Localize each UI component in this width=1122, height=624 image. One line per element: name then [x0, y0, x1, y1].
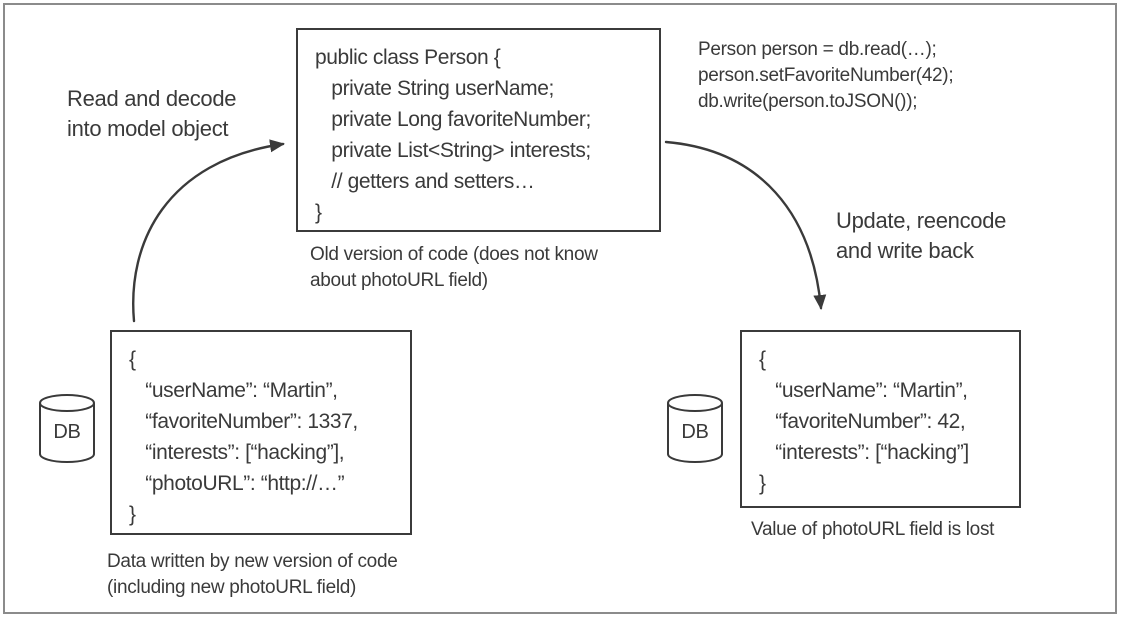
read-decode-label: Read and decode into model object [67, 86, 237, 141]
json-rewritten-text: { “userName”: “Martin”, “favoriteNumber”… [759, 348, 969, 495]
update-code-snippet: Person person = db.read(…); person.setFa… [698, 39, 954, 112]
json-new-version-box: { “userName”: “Martin”, “favoriteNumber”… [110, 330, 412, 535]
new-version-caption: Data written by new version of code (inc… [107, 551, 398, 598]
db-cylinder-right: DB [666, 393, 724, 464]
person-class-code: public class Person { private String use… [315, 46, 591, 224]
update-reencode-label: Update, reencode and write back [836, 208, 1007, 263]
database-icon [667, 394, 723, 463]
photourl-lost-caption: Value of photoURL field is lost [751, 519, 995, 540]
db-label: DB [53, 421, 81, 443]
old-code-caption: Old version of code (does not know about… [310, 244, 598, 291]
person-class-box: public class Person { private String use… [296, 28, 661, 232]
database-icon [39, 394, 95, 463]
diagram-frame [3, 3, 1117, 614]
json-rewritten-box: { “userName”: “Martin”, “favoriteNumber”… [740, 330, 1021, 508]
db-cylinder-left: DB [38, 393, 96, 464]
db-label: DB [681, 421, 709, 443]
json-new-version-text: { “userName”: “Martin”, “favoriteNumber”… [129, 348, 358, 526]
